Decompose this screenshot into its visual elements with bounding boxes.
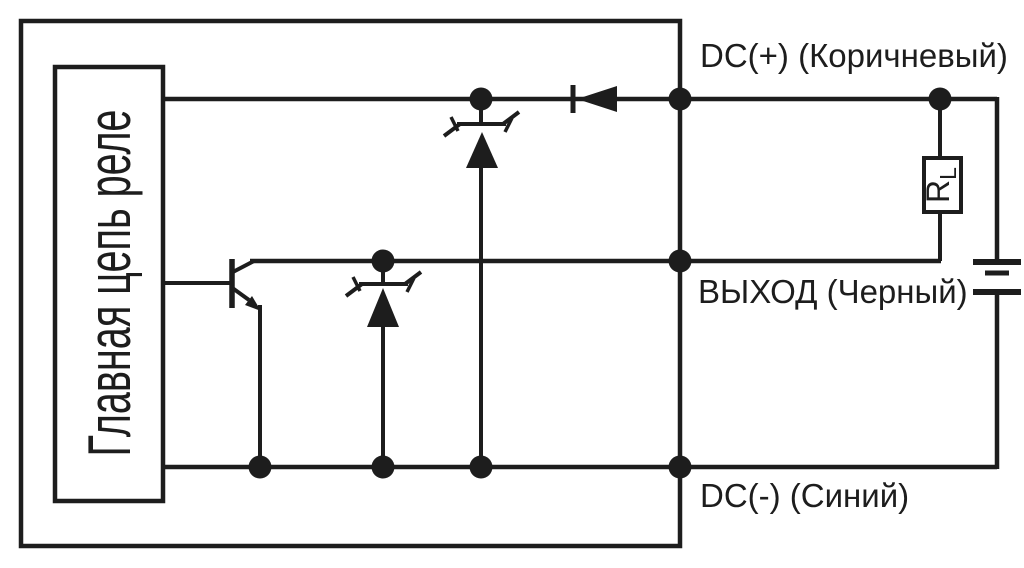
junction-dot: [668, 249, 692, 273]
junction-dot: [668, 455, 692, 479]
output-label: ВЫХОД (Черный): [698, 273, 968, 310]
dc-minus-label: DC(-) (Синий): [700, 477, 910, 514]
zener2-barb-left: [351, 276, 362, 292]
junction-dot: [928, 87, 952, 111]
junction-dot: [371, 249, 395, 273]
transistor-collector: [230, 259, 255, 275]
junction-dot: [248, 455, 272, 479]
junction-dot: [668, 87, 692, 111]
junction-dot: [469, 455, 493, 479]
load-resistor-icon: [922, 97, 963, 261]
junction-dots: [248, 87, 952, 479]
rl-box: [922, 156, 963, 214]
emitter-arrowhead: [245, 296, 261, 311]
blocking-diode-icon: [570, 85, 617, 113]
battery-icon: [973, 259, 1021, 295]
rl-symbol: R: [919, 179, 956, 203]
junction-dot: [371, 455, 395, 479]
sensor-housing-border: [18, 18, 683, 549]
rl-subscript: L: [935, 167, 962, 180]
relay-box-label: Главная цепь реле: [76, 109, 143, 457]
dc-plus-label: DC(+) (Коричневый): [700, 37, 1008, 74]
zener2-anode-triangle: [367, 288, 399, 327]
junction-dot: [469, 87, 493, 111]
zener1-barb-left: [449, 116, 460, 132]
zener1-barb-right: [503, 117, 514, 133]
zener-diode-icon: [442, 97, 521, 469]
diode-anode-triangle: [577, 86, 617, 112]
npn-transistor-icon: [229, 259, 262, 469]
zener2-barb-right: [405, 277, 416, 293]
zener1-anode-triangle: [466, 132, 498, 168]
zener-diode-icon: [344, 259, 423, 469]
transistor-emitter: [229, 285, 251, 302]
load-resistor-label: RL: [919, 167, 962, 203]
